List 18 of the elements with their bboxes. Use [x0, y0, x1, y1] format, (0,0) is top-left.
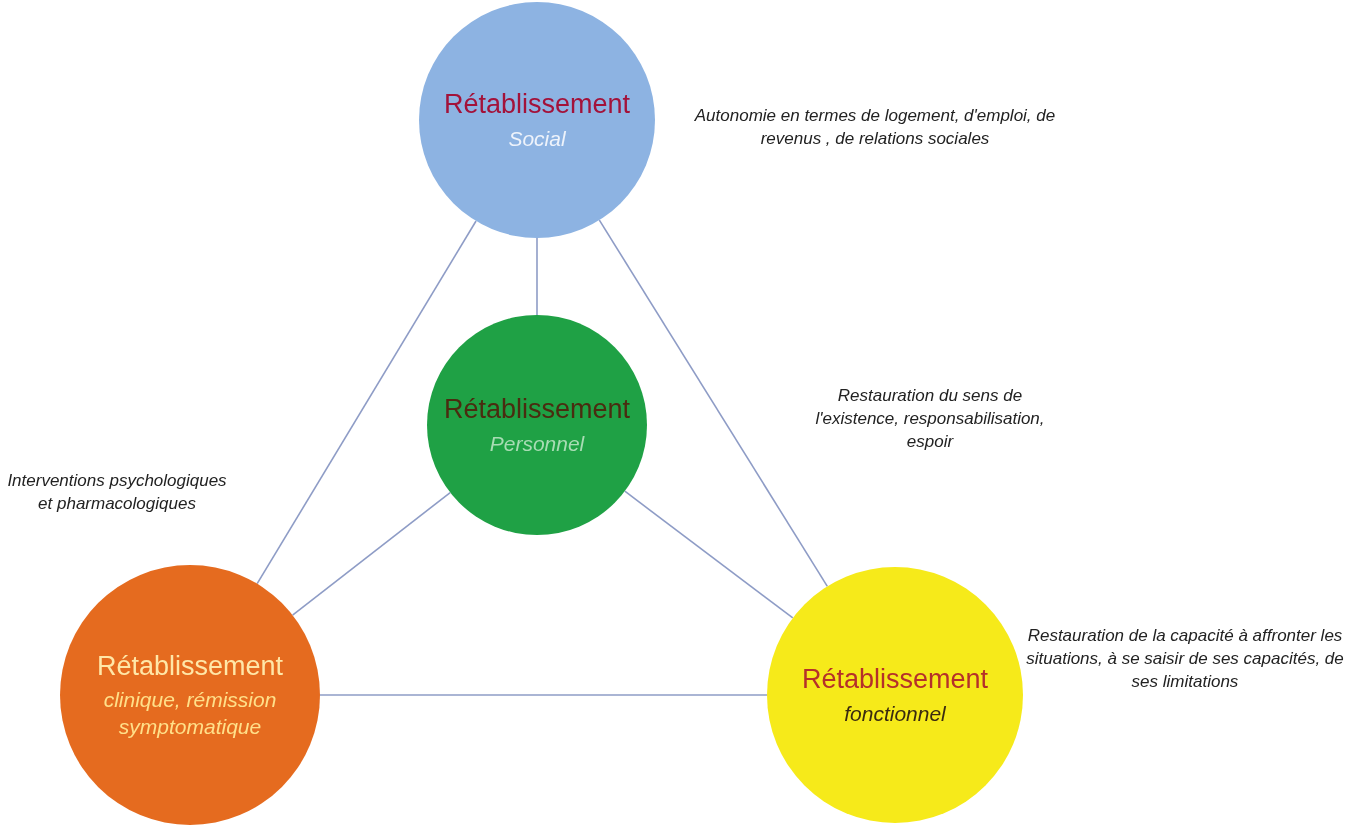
- annotation-text: Autonomie en termes de logement, d'emploi, de revenus , de relations sociales: [693, 105, 1057, 150]
- node-title: Rétablissement: [443, 88, 631, 121]
- connector-line: [291, 491, 451, 616]
- node-subtitle: Social: [508, 125, 566, 152]
- node-title: Rétablissement: [801, 663, 989, 696]
- node-subtitle: fonctionnel: [844, 700, 946, 727]
- connector-line: [624, 490, 794, 619]
- connector-line: [598, 219, 829, 588]
- node-title: Rétablissement: [96, 649, 284, 682]
- node-subtitle: clinique, rémission symptomatique: [102, 686, 278, 741]
- connector-line: [319, 694, 768, 696]
- annotation-text: Interventions psychologiques et pharmacologiques: [6, 470, 228, 515]
- connector-line: [536, 237, 538, 316]
- node-subtitle: Personnel: [489, 430, 585, 457]
- node-title: Rétablissement: [443, 393, 631, 426]
- annotation-text: Restauration de la capacité à affronter les situations, à se saisir de ses capacités, de ses limitations: [1025, 625, 1345, 693]
- connector-line: [256, 220, 477, 585]
- annotation-text: Restauration du sens de l'existence, responsabilisation, espoir: [814, 385, 1046, 453]
